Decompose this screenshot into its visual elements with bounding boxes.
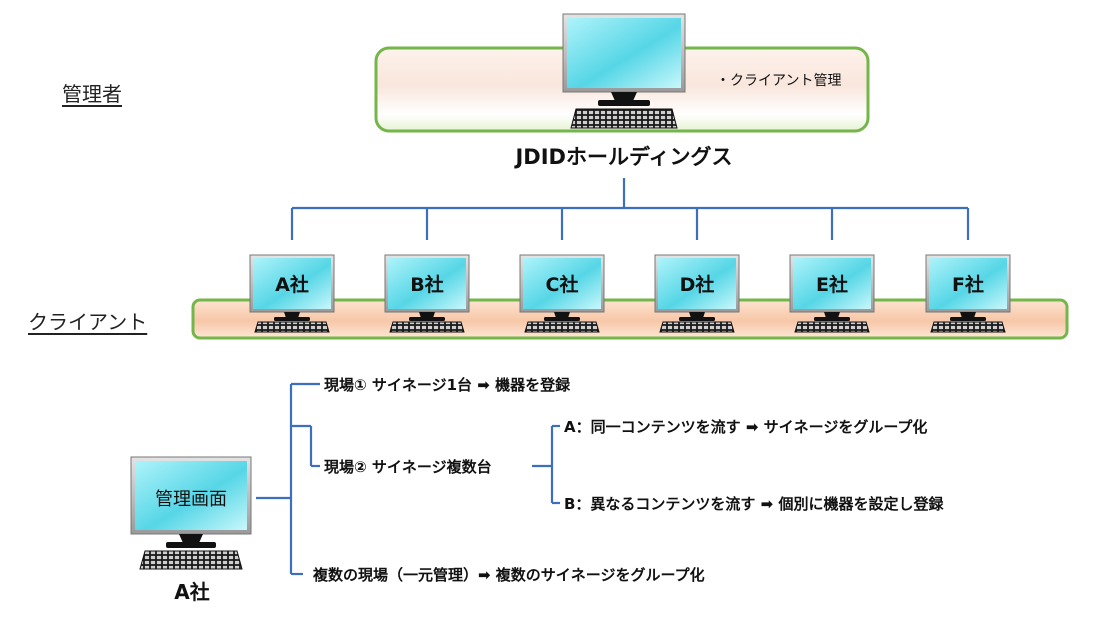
- admin-panel-monitor-icon: [130, 456, 252, 570]
- company-monitor-e: E社: [789, 254, 875, 333]
- company-label: D社: [680, 273, 715, 296]
- company-monitor-d: D社: [654, 254, 740, 333]
- company-monitor-a: A社: [249, 254, 335, 333]
- company-label: C社: [546, 273, 579, 296]
- company-label: E社: [816, 273, 848, 296]
- site2-option-a: A：同一コンテンツを流す ➡ サイネージをグループ化: [564, 418, 927, 436]
- company-monitor-b: B社: [384, 254, 470, 333]
- site1-item: 現場① サイネージ1台 ➡ 機器を登録: [324, 376, 571, 394]
- company-connectors: [290, 178, 970, 240]
- company-label: A社: [275, 273, 309, 296]
- admin-screen-label: 管理画面: [155, 489, 227, 510]
- company-monitor-c: C社: [519, 254, 605, 333]
- holding-name: JDIDホールディングス: [513, 145, 732, 169]
- company-label: B社: [410, 273, 443, 296]
- multi-site-item: 複数の現場（一元管理）➡ 複数のサイネージをグループ化: [312, 566, 705, 584]
- site2-item: 現場② サイネージ複数台: [324, 458, 492, 476]
- admin-panel-company: A社: [174, 580, 209, 604]
- operation-tree-connectors: [256, 382, 560, 576]
- holding-feature-text: ・クライアント管理: [716, 73, 841, 89]
- admin-role-label: 管理者: [62, 82, 122, 106]
- company-monitor-f: F社: [925, 254, 1011, 333]
- company-label: F社: [952, 273, 984, 296]
- client-role-label: クライアント: [28, 310, 148, 334]
- site2-option-b: B：異なるコンテンツを流す ➡ 個別に機器を設定し登録: [564, 495, 944, 513]
- holding-monitor-icon: [562, 13, 686, 129]
